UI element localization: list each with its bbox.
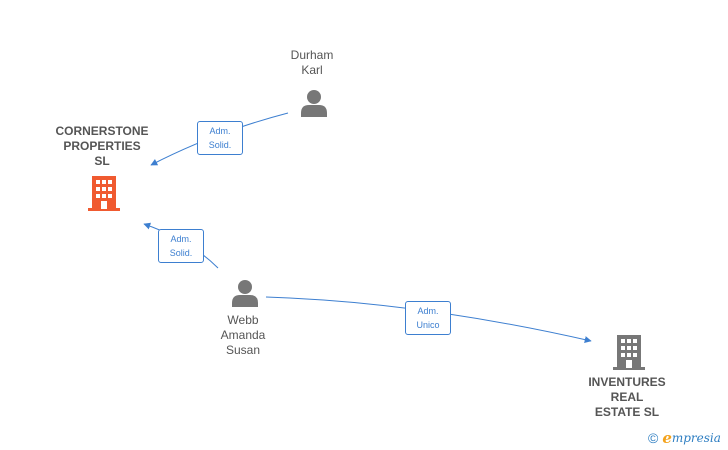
brand-name: mpresia: [671, 431, 721, 445]
node-cornerstone-label: CORNERSTONE PROPERTIES SL: [55, 124, 149, 168]
edge-label-durham-cornerstone: Adm. Solid.: [197, 121, 243, 155]
building-icon: [613, 335, 645, 370]
edge-label-webb-inventures: Adm. Unico: [405, 301, 451, 335]
node-inventures-label: INVENTURES REAL ESTATE SL: [588, 375, 666, 419]
person-icon: [301, 90, 327, 117]
edge-label-line: Unico: [416, 320, 440, 330]
brand-logo: © e mpresia: [648, 429, 721, 447]
building-icon: [88, 176, 120, 211]
edge-label-webb-cornerstone: Adm. Solid.: [158, 229, 204, 263]
person-icon: [232, 280, 258, 307]
edge-label-line: Solid.: [169, 248, 193, 258]
edge-label-line: Adm.: [209, 126, 231, 136]
node-durham-karl-label: Durham Karl: [290, 48, 334, 77]
edge-label-line: Adm.: [170, 234, 192, 244]
edge-label-line: Adm.: [417, 306, 439, 316]
copyright-icon: ©: [648, 430, 659, 446]
brand-initial: e: [662, 429, 672, 447]
edge-label-line: Solid.: [208, 140, 232, 150]
node-webb-label: Webb Amanda Susan: [220, 313, 266, 357]
